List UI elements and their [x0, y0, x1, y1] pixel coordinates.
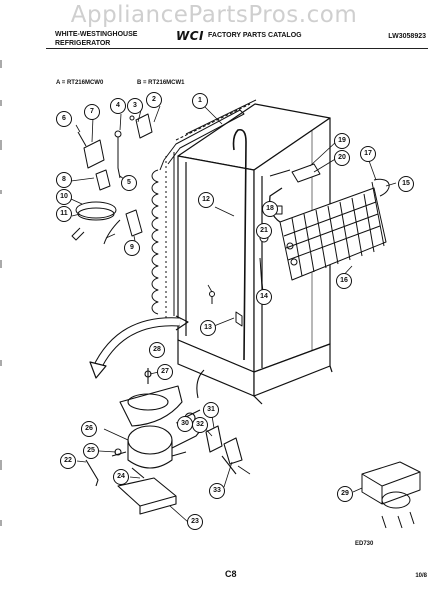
callout-30: 30 — [177, 416, 193, 432]
callout-32: 32 — [192, 417, 208, 433]
callout-5: 5 — [121, 175, 137, 191]
model-b-label: B = RT216MCW1 — [137, 80, 185, 86]
callout-28: 28 — [149, 342, 165, 358]
callout-29: 29 — [337, 486, 353, 502]
callout-18: 18 — [262, 201, 278, 217]
watermark: AppliancePartsPros.com — [70, 2, 358, 28]
callout-19: 19 — [334, 133, 350, 149]
condenser-coil — [151, 99, 257, 318]
document-number: LW3058923 — [388, 33, 426, 40]
callout-4: 4 — [110, 98, 126, 114]
model-a-label: A = RT216MCW0 — [56, 80, 104, 86]
callout-15: 15 — [398, 176, 414, 192]
callout-16: 16 — [336, 273, 352, 289]
callout-13: 13 — [200, 320, 216, 336]
callout-22: 22 — [60, 453, 76, 469]
callout-33: 33 — [209, 483, 225, 499]
catalog-title: FACTORY PARTS CATALOG — [208, 32, 302, 39]
callout-7: 7 — [84, 104, 100, 120]
wci-logo: WCI — [176, 29, 205, 43]
product-type: REFRIGERATOR — [55, 40, 111, 47]
callout-21: 21 — [256, 223, 272, 239]
brand-name: WHITE-WESTINGHOUSE — [55, 31, 138, 38]
direction-arrow — [89, 315, 189, 379]
callout-9: 9 — [124, 240, 140, 256]
callout-12: 12 — [198, 192, 214, 208]
callout-6: 6 — [56, 111, 72, 127]
callout-14: 14 — [256, 289, 272, 305]
callout-31: 31 — [203, 402, 219, 418]
control-parts — [71, 113, 153, 245]
callout-23: 23 — [187, 514, 203, 530]
page-number: C8 — [225, 569, 237, 579]
callout-1: 1 — [192, 93, 208, 109]
callout-17: 17 — [360, 146, 376, 162]
detail-inset — [361, 461, 421, 529]
callout-10: 10 — [56, 189, 72, 205]
brand-block: WHITE-WESTINGHOUSE REFRIGERATOR — [55, 30, 137, 48]
callout-2: 2 — [146, 92, 162, 108]
callout-24: 24 — [113, 469, 129, 485]
callout-25: 25 — [83, 443, 99, 459]
callout-20: 20 — [334, 150, 350, 166]
figure-code: ED730 — [355, 541, 374, 547]
page-date: 10/8 — [415, 573, 427, 579]
header-rule — [46, 48, 428, 49]
callout-3: 3 — [127, 98, 143, 114]
binding-edge-marks — [0, 60, 2, 526]
evaporator-assembly — [269, 178, 390, 281]
callout-27: 27 — [157, 364, 173, 380]
callout-11: 11 — [56, 206, 72, 222]
callout-26: 26 — [81, 421, 97, 437]
callout-8: 8 — [56, 172, 72, 188]
